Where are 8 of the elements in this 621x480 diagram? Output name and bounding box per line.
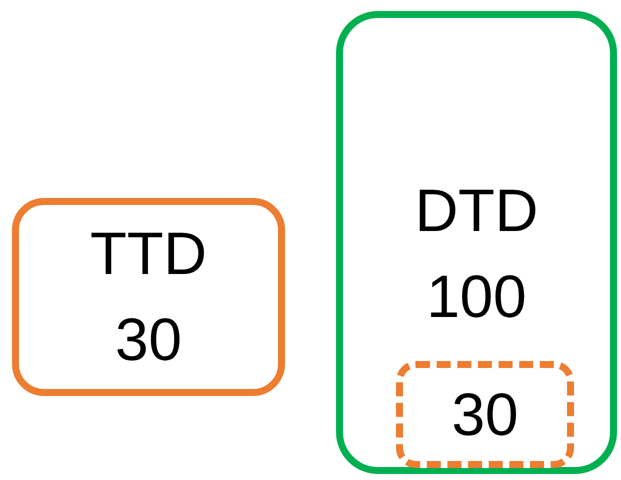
box-value: 30 (452, 380, 518, 450)
rounded-box (336, 11, 617, 474)
box-value: 100 (426, 262, 527, 332)
box-value: 30 (115, 305, 182, 375)
dashed-box (396, 361, 574, 468)
box-title: TTD (90, 219, 207, 289)
box-title: DTD (414, 176, 538, 246)
rounded-box (12, 198, 285, 396)
